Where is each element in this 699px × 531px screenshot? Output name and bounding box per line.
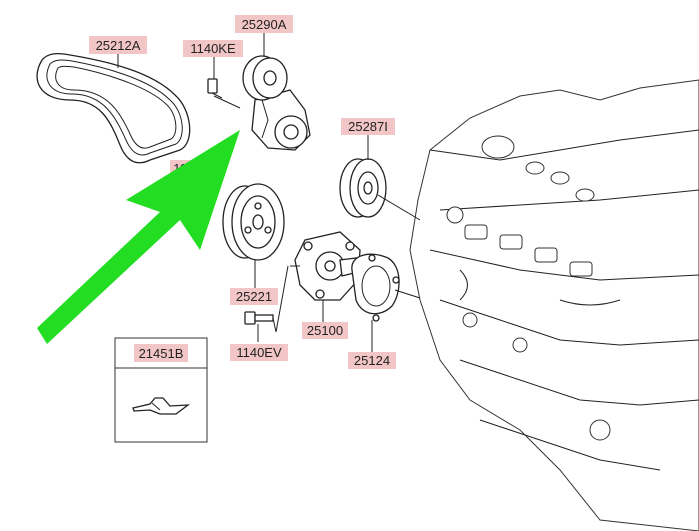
label-25100: 25100 [302,322,348,339]
inset-box-21451b[interactable]: 21451B [114,337,208,443]
svg-text:25287I: 25287I [348,119,388,134]
idler-pulley-25287i[interactable] [339,158,421,221]
svg-text:25124: 25124 [354,353,390,368]
green-arrow-icon [37,130,240,344]
label-1140ke: 1140KE [183,40,243,57]
svg-text:25100: 25100 [307,323,343,338]
label-25124: 25124 [348,352,396,369]
svg-text:1140KE: 1140KE [190,41,236,56]
svg-text:25221: 25221 [236,289,272,304]
label-1140ev: 1140EV [230,344,288,361]
svg-text:1140EV: 1140EV [236,345,282,360]
leader-lines [117,33,373,352]
svg-text:25290A: 25290A [242,17,287,32]
water-pump-25100[interactable] [275,231,361,333]
svg-text:21451B: 21451B [139,346,184,361]
engine-block [409,79,699,531]
label-25287i: 25287I [341,118,395,135]
gasket-25124[interactable] [351,253,421,322]
belt-25212a[interactable] [36,53,191,164]
label-25221: 25221 [230,288,278,305]
tensioner-25290a[interactable] [242,55,311,151]
svg-text:25212A: 25212A [96,38,141,53]
bolt-1140ev[interactable] [244,311,277,333]
label-25212a: 25212A [89,36,147,54]
bolt-1140ke[interactable] [207,78,241,109]
pump-pulley-25221[interactable] [222,183,285,261]
label-25290a: 25290A [235,15,293,33]
